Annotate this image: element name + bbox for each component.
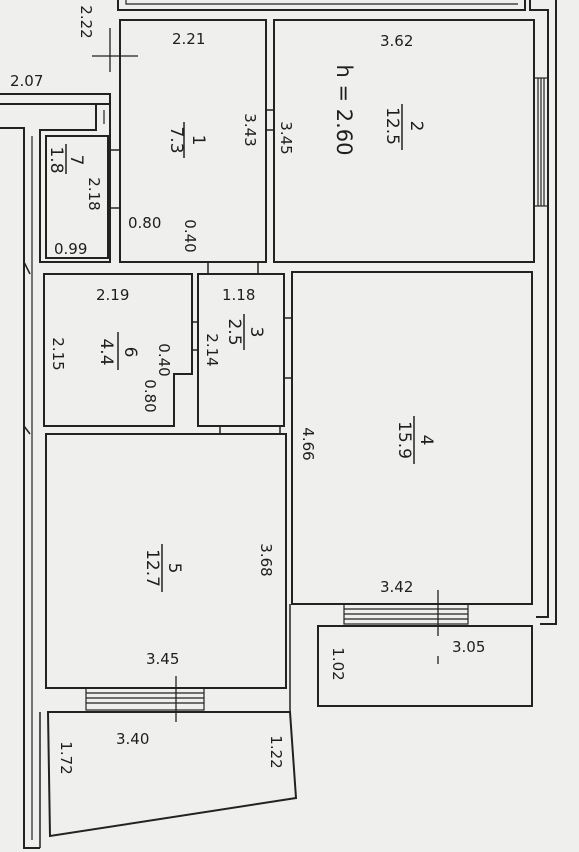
ceiling-height-label: h = 2.60: [332, 64, 356, 155]
dimension-label: 0.80: [128, 214, 161, 232]
dimension-label: 0.40: [181, 219, 199, 252]
dimension-label: 3.43: [241, 113, 259, 146]
dimension-label: 2.18: [85, 177, 103, 210]
window-right: [533, 77, 549, 207]
dimension-label: 2.22: [77, 5, 95, 38]
dimension-label: 2.19: [96, 286, 129, 304]
dimension-label: 0.80: [141, 379, 159, 412]
room-area: 2.5: [224, 318, 244, 345]
room-area: 12.5: [382, 107, 402, 145]
room-area: 12.7: [142, 549, 162, 587]
room-area: 4.4: [96, 338, 116, 365]
dimension-label: 3.45: [277, 121, 295, 154]
dimension-label: 3.68: [257, 543, 275, 576]
room-number: 5: [164, 563, 184, 574]
dimension-label: 3.40: [116, 730, 149, 748]
room-number: 4: [416, 435, 436, 446]
dimension-label: 2.07: [10, 72, 43, 90]
dimension-label: 2.21: [172, 30, 205, 48]
balcony-left-outline: [46, 711, 298, 838]
room-number: 1: [188, 135, 208, 146]
dimension-label: 4.66: [299, 427, 317, 460]
dimension-label: 3.05: [452, 638, 485, 656]
dimension-label: 1.02: [329, 647, 347, 680]
dimension-label: 0.99: [54, 240, 87, 258]
room-2-outline: [273, 19, 535, 263]
dimension-label: 3.42: [380, 578, 413, 596]
dimension-label: 0.40: [155, 343, 173, 376]
dimension-label: 1.18: [222, 286, 255, 304]
window-room-5: [85, 687, 205, 711]
room-6-outline: [43, 273, 193, 427]
dimension-label: 2.15: [49, 337, 67, 370]
room-area: 7.3: [166, 126, 186, 153]
dimension-label: 1.22: [267, 735, 285, 768]
room-1-outline: [119, 19, 267, 263]
room-number: 3: [246, 327, 266, 338]
dimension-label: 3.62: [380, 32, 413, 50]
dimension-label: 3.45: [146, 650, 179, 668]
window-room-4: [343, 603, 469, 625]
walls: [0, 0, 557, 849]
dimension-label: 2.14: [203, 333, 221, 366]
room-number: 6: [120, 347, 140, 358]
balcony-right-outline: [317, 625, 533, 707]
room-number: 2: [406, 121, 426, 132]
room-area: 1.8: [46, 146, 66, 173]
room-area: 15.9: [394, 421, 414, 459]
room-number: 7: [66, 155, 86, 166]
dimension-label: 1.72: [57, 741, 75, 774]
